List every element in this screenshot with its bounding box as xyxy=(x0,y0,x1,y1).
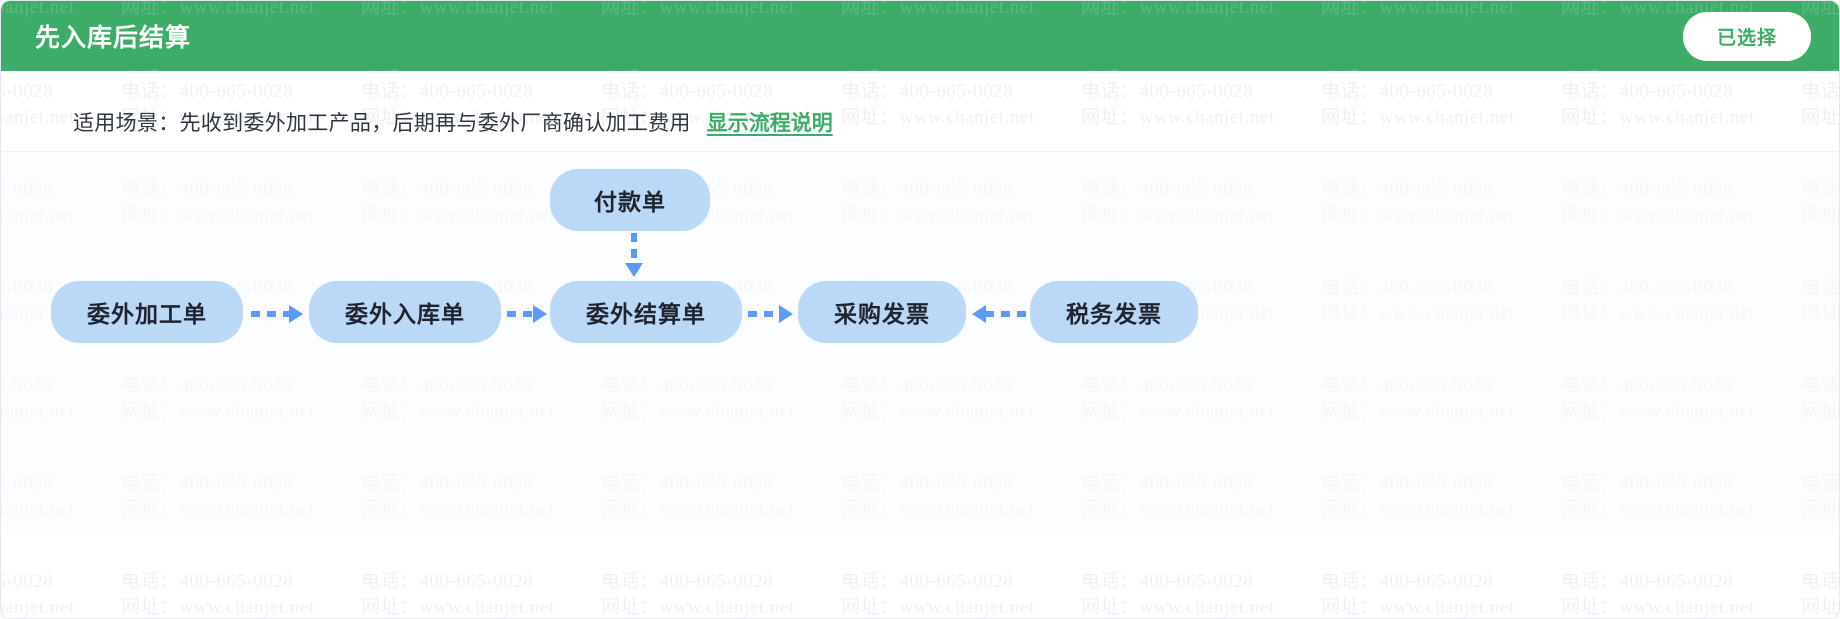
flow-node-outsource-in[interactable]: 委外入库单 xyxy=(309,281,501,343)
flow-node-tax-inv[interactable]: 税务发票 xyxy=(1030,281,1198,343)
flow-arrow-a1 xyxy=(251,303,303,325)
description-row: 适用场景：先收到委外加工产品，后期再与委外厂商确认加工费用 显示流程说明 xyxy=(1,71,1839,137)
flow-node-payment[interactable]: 付款单 xyxy=(550,169,710,231)
flow-node-outsource-work[interactable]: 委外加工单 xyxy=(51,281,243,343)
flow-arrow-a2 xyxy=(507,303,547,325)
scenario-description: 适用场景：先收到委外加工产品，后期再与委外厂商确认加工费用 xyxy=(73,112,691,135)
flow-node-outsource-sett[interactable]: 委外结算单 xyxy=(550,281,742,343)
flow-arrow-a3 xyxy=(748,303,793,325)
flow-arrow-a5 xyxy=(623,233,645,277)
flow-node-purchase-inv[interactable]: 采购发票 xyxy=(798,281,966,343)
card-body: 适用场景：先收到委外加工产品，后期再与委外厂商确认加工费用 显示流程说明 付款单… xyxy=(1,71,1839,618)
process-flow-diagram: 付款单委外加工单 委外入库单委外结算单采购发票 税务发票 xyxy=(1,151,1839,531)
flow-divider xyxy=(1,151,1839,152)
flow-arrow-a4 xyxy=(972,303,1026,325)
selected-button[interactable]: 已选择 xyxy=(1682,11,1811,61)
show-process-link[interactable]: 显示流程说明 xyxy=(706,112,833,135)
page-title: 先入库后结算 xyxy=(35,24,192,52)
